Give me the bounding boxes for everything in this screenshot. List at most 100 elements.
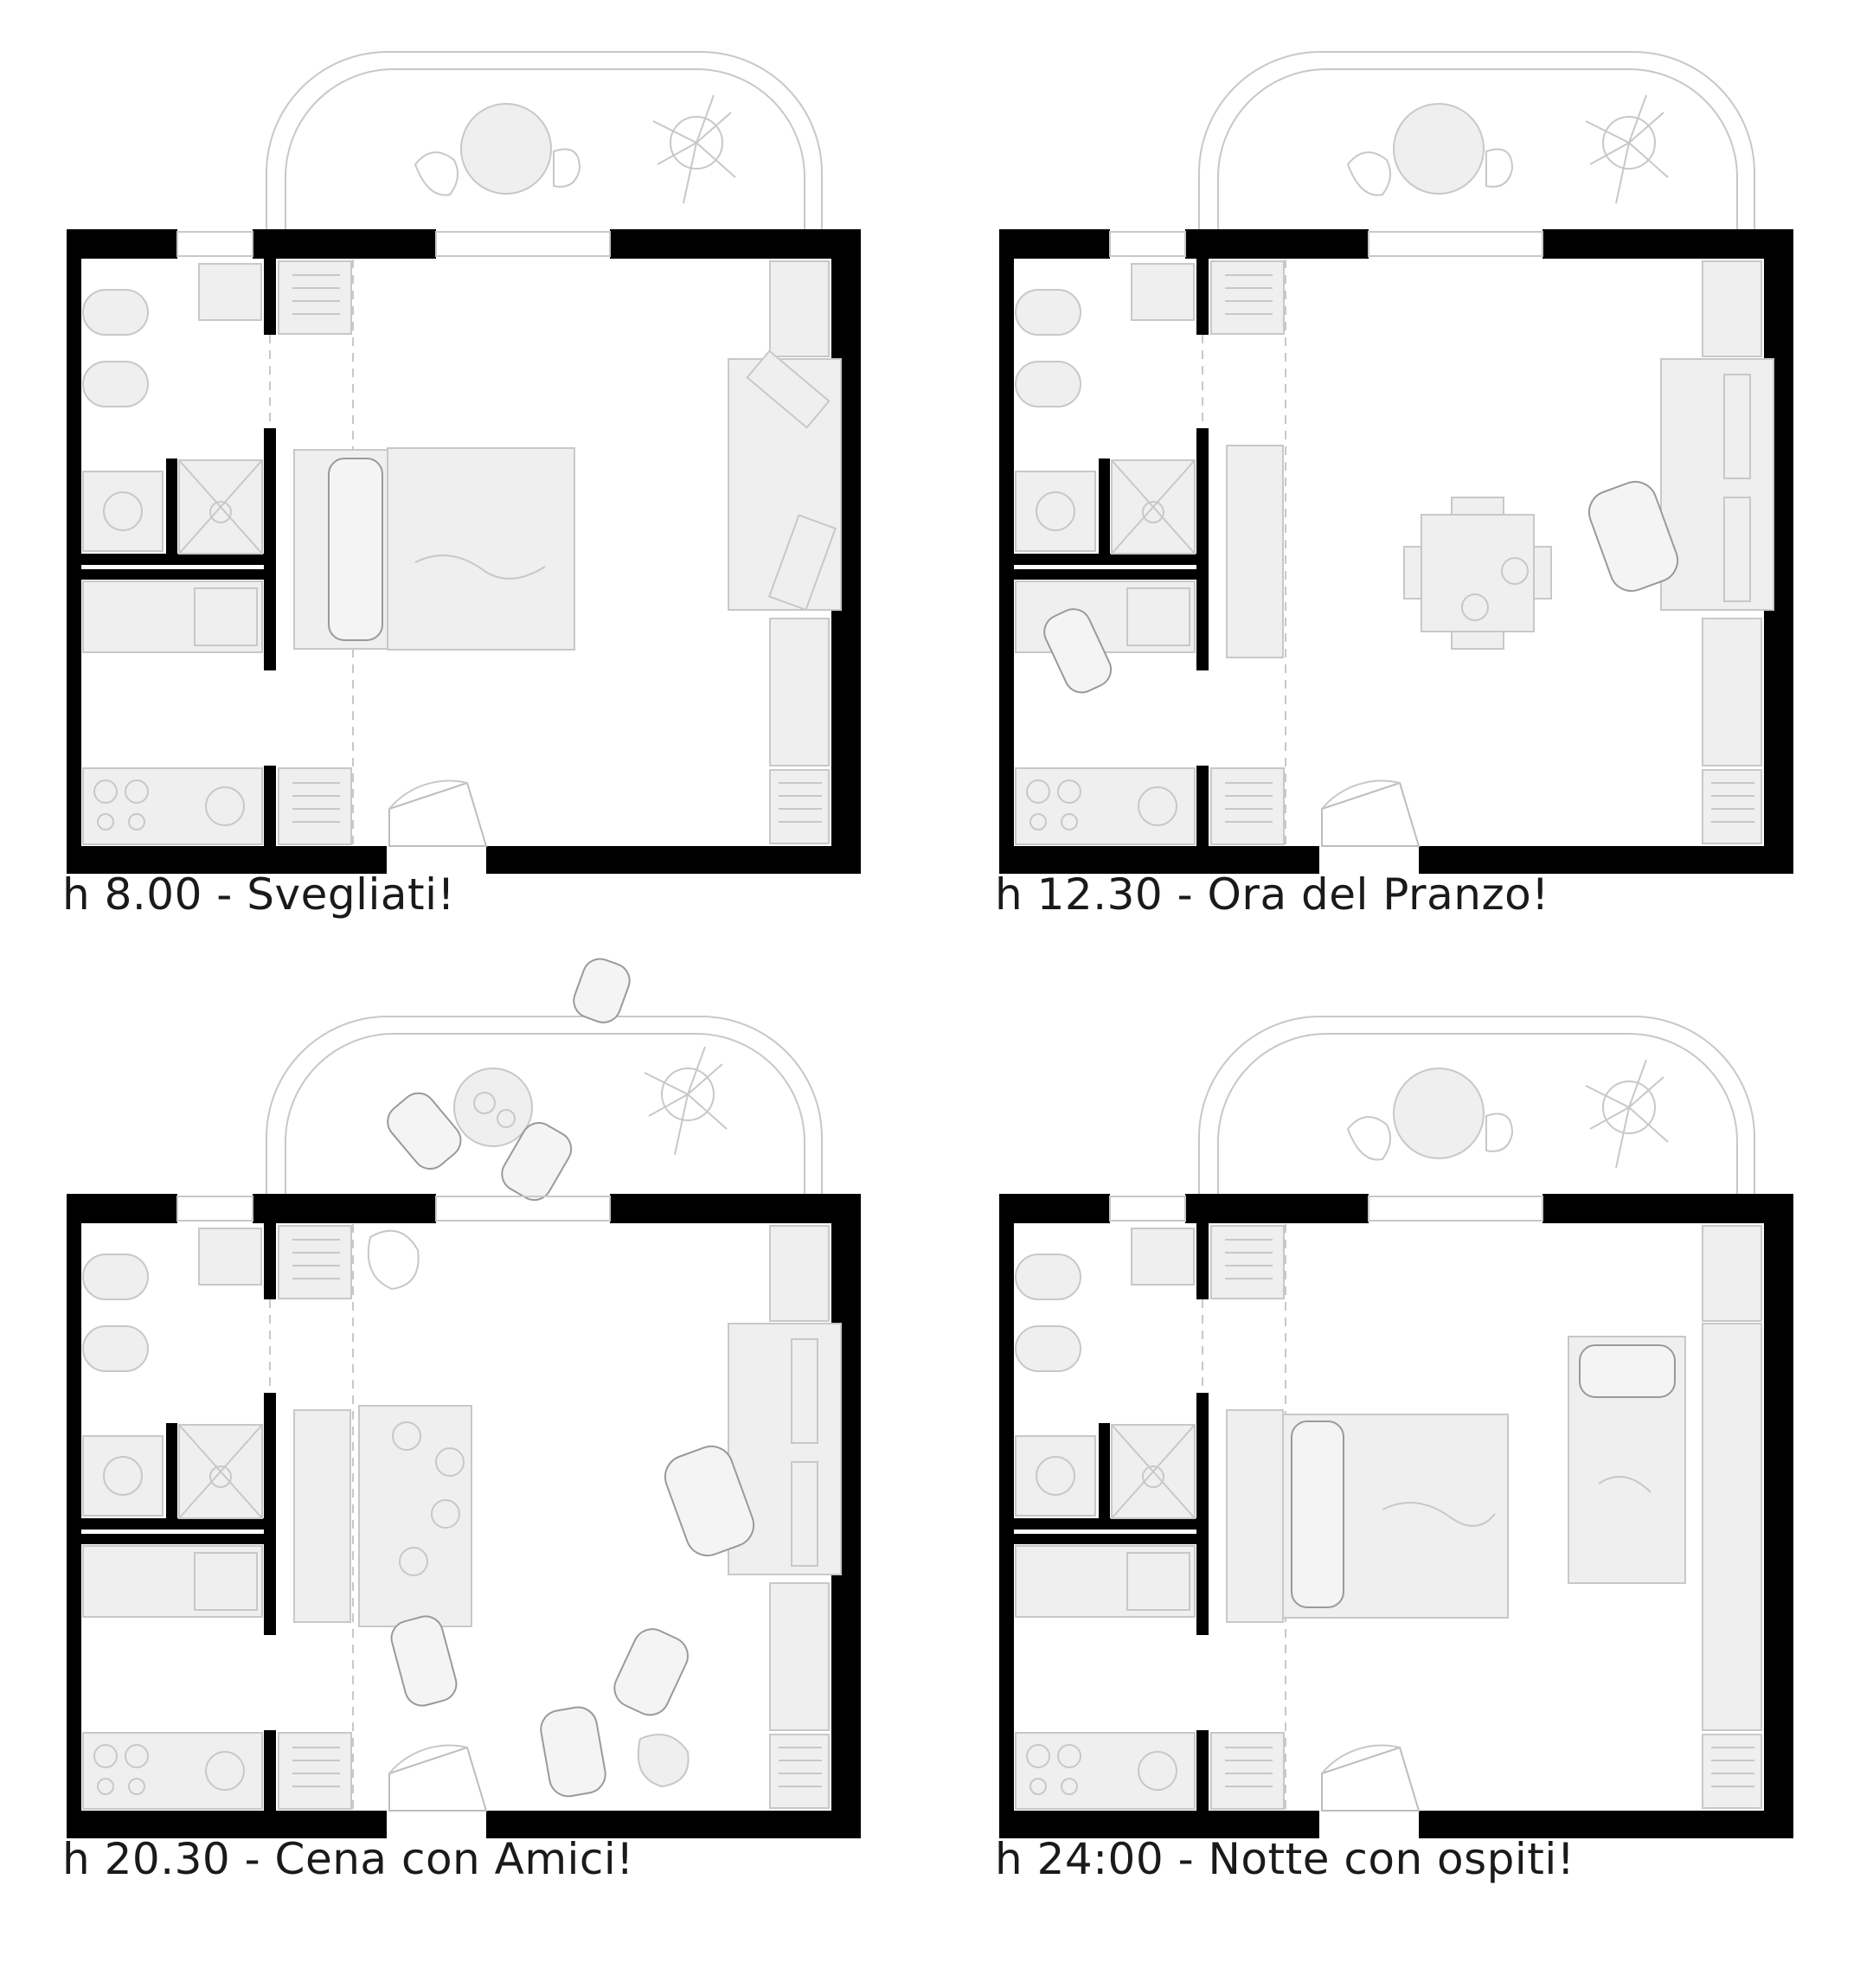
floor-plan-night: h 24:00 - Notte con ospiti!: [933, 965, 1850, 1899]
sleeping-person: [1291, 1420, 1344, 1608]
dining-chair: [1451, 497, 1504, 516]
bathroom-sink: [198, 1228, 262, 1286]
bathroom-sink: [1131, 1228, 1195, 1286]
plan-caption: h 24:00 - Notte con ospiti!: [995, 1834, 1575, 1884]
balcony-chair: [1485, 148, 1514, 188]
plan-caption: h 12.30 - Ora del Pranzo!: [995, 869, 1549, 920]
hob-burner: [1026, 1744, 1050, 1768]
entrance-door: [1321, 781, 1421, 847]
bidet: [82, 361, 149, 407]
armchair: [367, 1229, 420, 1291]
plate: [1461, 593, 1489, 621]
storage-unit: [1702, 1734, 1762, 1809]
balcony-plant: [1602, 1081, 1656, 1134]
balcony: [1198, 1016, 1755, 1194]
book: [767, 514, 837, 612]
plate: [431, 1499, 460, 1529]
storage-unit: [769, 1734, 830, 1809]
storage-unit: [1702, 618, 1762, 766]
entrance-door: [388, 1746, 488, 1812]
balcony-plant: [1602, 116, 1656, 170]
storage-unit: [769, 1225, 830, 1322]
balcony-table: [1393, 103, 1485, 195]
floor-plan-drawing: [999, 51, 1793, 874]
main-door: [388, 779, 488, 847]
toilet: [82, 1254, 149, 1300]
working-person: [1587, 480, 1679, 593]
floor-plan-drawing: [67, 958, 861, 1838]
wardrobe-bottom: [1210, 767, 1285, 845]
folded-sofa: [1226, 445, 1284, 658]
storage-unit: [769, 769, 830, 844]
monitor: [1723, 374, 1751, 479]
storage-unit: [1702, 260, 1762, 357]
hob-burner: [1026, 779, 1050, 804]
living-furniture: [1226, 1336, 1686, 1623]
plate: [399, 1547, 428, 1576]
kitchen-sink: [1126, 587, 1190, 646]
bathroom: [82, 1228, 263, 1519]
oven: [1138, 786, 1177, 826]
hob-burner: [93, 1744, 118, 1768]
kitchen-sink: [194, 1552, 258, 1611]
balcony: [266, 958, 823, 1202]
balcony-chair: [1346, 1116, 1391, 1161]
storage-unit: [1702, 1225, 1762, 1322]
wardrobe-units: [1210, 260, 1762, 845]
outer-walls: [999, 229, 1793, 874]
plate: [1501, 557, 1529, 585]
guest-person: [573, 958, 631, 1023]
living-furniture: [293, 1229, 842, 1798]
oven: [205, 1751, 245, 1791]
balcony-chair: [1485, 1113, 1514, 1152]
living-furniture: [1226, 358, 1774, 658]
storage-unit: [769, 1582, 830, 1731]
balcony-table: [1393, 1068, 1485, 1159]
oven: [205, 786, 245, 826]
washing-machine: [82, 1435, 164, 1517]
sleeping-person: [328, 458, 383, 641]
bathroom: [1015, 263, 1196, 555]
storage-unit: [1702, 769, 1762, 844]
bidet: [1015, 361, 1081, 407]
toilet: [1015, 1254, 1081, 1300]
kitchenette: [1015, 1545, 1196, 1810]
inner-walls: [1014, 259, 1286, 846]
balcony: [1198, 51, 1755, 229]
balcony-table: [460, 103, 552, 195]
folded-sofa: [1226, 1409, 1284, 1623]
plan-caption: h 8.00 - Svegliati!: [62, 869, 456, 920]
main-door: [1321, 1744, 1421, 1812]
floor-plan-drawing: [999, 1016, 1793, 1838]
dining-table: [1421, 514, 1535, 632]
kitchenette: [1015, 580, 1196, 845]
kitchen-counter: [1015, 580, 1196, 653]
inner-walls: [81, 259, 354, 846]
kitchen-counter: [82, 767, 263, 845]
wardrobe-bottom: [278, 1732, 352, 1810]
wardrobe-units: [278, 260, 830, 845]
inner-walls: [81, 1223, 354, 1811]
plan-caption: h 20.30 - Cena con Amici!: [62, 1834, 634, 1884]
wardrobe-units: [278, 1225, 830, 1810]
monitor: [1723, 497, 1751, 602]
storage-unit: [769, 618, 830, 766]
guest-person: [387, 1092, 462, 1170]
bidet: [82, 1325, 149, 1372]
guest-person: [540, 1706, 606, 1798]
washing-machine: [82, 471, 164, 552]
monitor: [791, 1338, 818, 1444]
cooking-person: [1043, 608, 1113, 694]
dining-chair: [1403, 546, 1422, 600]
dining-chair: [1451, 631, 1504, 650]
balcony-chair: [553, 148, 581, 188]
guest-person: [390, 1615, 458, 1707]
floor-plan-dinner: h 20.30 - Cena con Amici!: [0, 958, 917, 1899]
sleeping-guest: [1579, 1344, 1676, 1398]
dining-table: [358, 1405, 472, 1627]
bathroom-sink: [198, 263, 262, 321]
desk: [1660, 358, 1774, 611]
bathroom: [1015, 1228, 1196, 1519]
washing-machine: [1015, 1435, 1096, 1517]
balcony-chair: [414, 151, 459, 196]
